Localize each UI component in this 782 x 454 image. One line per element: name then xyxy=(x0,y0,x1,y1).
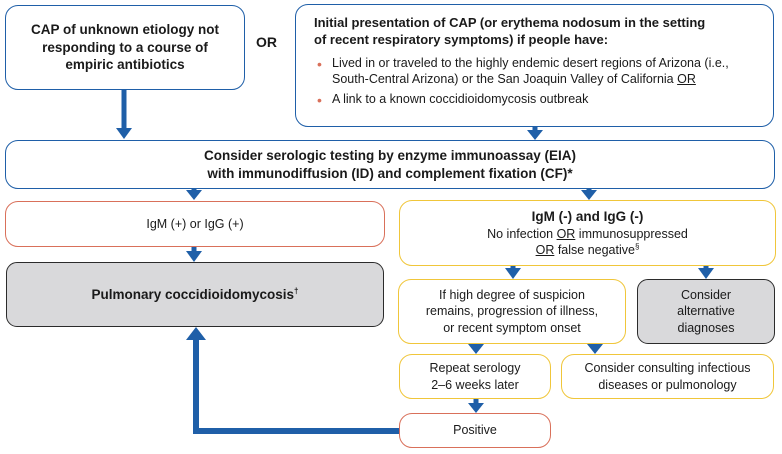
igm-igg-positive-box: IgM (+) or IgG (+) xyxy=(5,201,385,247)
alternative-line-1: Consider xyxy=(680,288,732,303)
arrow-shaft-positive-vertical xyxy=(193,338,199,434)
initial-criteria-list: • Lived in or traveled to the highly end… xyxy=(314,55,729,112)
arrow-head-repeat-to-positive xyxy=(468,403,484,413)
criteria-or-text: OR xyxy=(677,72,696,87)
repeat-line-1: Repeat serology xyxy=(429,361,521,376)
cap-line-2: responding to a course of xyxy=(42,39,208,55)
alternative-line-3: diagnoses xyxy=(677,320,735,335)
serologic-testing-box: Consider serologic testing by enzyme imm… xyxy=(5,140,775,189)
arrow-head-cap-to-serologic xyxy=(116,128,132,139)
arrow-shaft-cap-to-serologic xyxy=(121,90,127,130)
suspicion-line-1: If high degree of suspicion xyxy=(439,288,585,303)
arrow-head-suspicion-to-repeat xyxy=(468,344,484,354)
arrow-shaft-positive-igm-to-pulmonary xyxy=(191,247,197,252)
criteria-item-1-line-1: Lived in or traveled to the highly endem… xyxy=(332,55,729,70)
or-label: OR xyxy=(256,34,277,50)
igm-igg-negative-title: IgM (-) and IgG (-) xyxy=(531,208,644,224)
consult-line-1: Consider consulting infectious xyxy=(584,361,751,376)
pulmonary-line: Pulmonary coccidioidomycosis† xyxy=(91,286,298,304)
consult-specialist-box: Consider consulting infectious diseases … xyxy=(561,354,774,399)
serologic-line-2: with immunodiffusion (ID) and complement… xyxy=(207,165,573,181)
consult-line-2: diseases or pulmonology xyxy=(598,377,737,392)
igm-negative-or-1: OR xyxy=(556,226,576,241)
igm-negative-line-2-b: immunosuppressed xyxy=(575,226,688,241)
positive-result-box: Positive xyxy=(399,413,551,448)
alternative-diagnoses-box: Consider alternative diagnoses xyxy=(637,279,775,344)
arrow-shaft-positive-horizontal xyxy=(193,428,399,434)
serologic-line-1: Consider serologic testing by enzyme imm… xyxy=(203,147,577,163)
igm-negative-line-3: OR false negative§ xyxy=(536,242,640,258)
initial-title-line-1: Initial presentation of CAP (or erythema… xyxy=(314,15,706,30)
criteria-item-outbreak: • A link to a known coccidioidomycosis o… xyxy=(314,91,729,109)
igm-negative-footnote-mark: § xyxy=(634,241,640,251)
positive-text: Positive xyxy=(453,423,497,438)
arrow-head-serologic-to-positive-igm xyxy=(186,190,202,200)
arrow-head-suspicion-to-consult xyxy=(587,344,603,354)
suspicion-line-2: remains, progression of illness, xyxy=(425,304,599,319)
repeat-line-2: 2–6 weeks later xyxy=(431,377,519,392)
arrow-shaft-initial-to-serologic xyxy=(532,127,538,131)
criteria-item-2-text: A link to a known coccidioidomycosis out… xyxy=(332,92,589,107)
arrow-head-negative-to-alternative xyxy=(698,268,714,279)
arrow-head-positive-igm-to-pulmonary xyxy=(186,251,202,262)
igm-negative-line-2: No infection OR immunosuppressed xyxy=(487,226,688,242)
initial-title-line-2: of recent respiratory symptoms) if peopl… xyxy=(314,31,609,47)
high-suspicion-box: If high degree of suspicion remains, pro… xyxy=(398,279,626,344)
arrow-head-serologic-to-negative-igm xyxy=(581,190,597,200)
arrow-head-positive-to-pulmonary xyxy=(186,327,206,340)
pulmonary-text: Pulmonary coccidioidomycosis xyxy=(91,286,295,302)
cap-unknown-etiology-box: CAP of unknown etiology not responding t… xyxy=(5,5,245,90)
arrow-head-negative-to-suspicion xyxy=(505,268,521,279)
igm-igg-negative-box: IgM (-) and IgG (-) No infection OR immu… xyxy=(399,200,776,266)
arrow-head-initial-to-serologic xyxy=(527,130,543,140)
alternative-line-2: alternative xyxy=(677,304,735,319)
repeat-serology-box: Repeat serology 2–6 weeks later xyxy=(399,354,551,399)
suspicion-line-3: or recent symptom onset xyxy=(443,320,581,335)
pulmonary-footnote-mark: † xyxy=(294,286,299,296)
arrow-shaft-repeat-to-positive xyxy=(473,399,479,404)
igm-negative-line-2-a: No infection xyxy=(487,226,557,241)
bullet-icon: • xyxy=(317,92,322,109)
bullet-icon: • xyxy=(317,55,322,72)
igm-negative-or-2: OR xyxy=(535,242,555,257)
cap-line-3: empiric antibiotics xyxy=(65,57,185,73)
criteria-item-1-line-2-text: South-Central Arizona) or the San Joaqui… xyxy=(332,72,674,87)
criteria-item-endemic-region: • Lived in or traveled to the highly end… xyxy=(314,55,729,88)
criteria-item-1-line-2: South-Central Arizona) or the San Joaqui… xyxy=(332,71,729,87)
initial-presentation-box: Initial presentation of CAP (or erythema… xyxy=(295,4,774,127)
cap-line-1: CAP of unknown etiology not xyxy=(31,22,219,38)
igm-igg-positive-text: IgM (+) or IgG (+) xyxy=(146,216,244,231)
initial-presentation-title: Initial presentation of CAP (or erythema… xyxy=(314,15,705,49)
igm-negative-line-3-b: false negative xyxy=(554,242,635,257)
pulmonary-coccidioidomycosis-box: Pulmonary coccidioidomycosis† xyxy=(6,262,384,327)
